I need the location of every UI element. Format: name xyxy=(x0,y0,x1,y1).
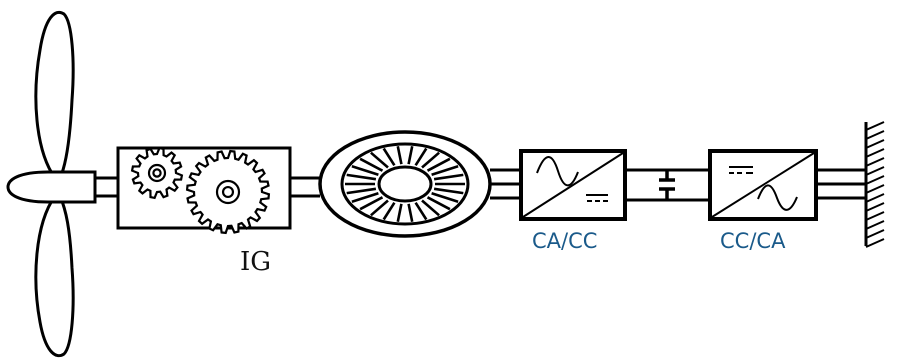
dc-link xyxy=(625,168,710,202)
small-gear-icon xyxy=(130,146,184,200)
cables-generator-rectifier xyxy=(490,168,521,200)
dc-symbol-icon xyxy=(729,166,753,174)
dc-symbol-icon xyxy=(586,194,608,202)
grid-connection-icon xyxy=(864,121,885,248)
cables-inverter-grid xyxy=(816,168,866,200)
generator-windings xyxy=(345,146,465,222)
rotor-blades xyxy=(34,11,75,357)
shaft-gearbox-generator xyxy=(290,176,320,198)
ac-wave-icon xyxy=(757,184,798,211)
rotor-hub xyxy=(6,170,97,204)
rectifier-label: CA/CC xyxy=(532,229,597,253)
lower-blade xyxy=(34,194,75,357)
upper-blade xyxy=(34,11,75,180)
ac-wave-icon xyxy=(536,156,579,187)
induction-generator xyxy=(318,130,492,238)
large-gear-icon xyxy=(185,149,271,235)
generator-label: IG xyxy=(240,247,271,277)
generator-rotor-core xyxy=(377,165,433,203)
gearbox xyxy=(116,146,292,235)
inverter-dc-ac xyxy=(708,149,818,221)
inverter-diagonal xyxy=(711,152,815,218)
inverter-label: CC/CA xyxy=(720,229,786,253)
rectifier-ac-dc xyxy=(519,149,627,221)
rectifier-diagonal xyxy=(522,152,624,218)
dc-link-capacitor-icon xyxy=(659,170,675,200)
shaft-hub-gearbox xyxy=(95,176,118,198)
